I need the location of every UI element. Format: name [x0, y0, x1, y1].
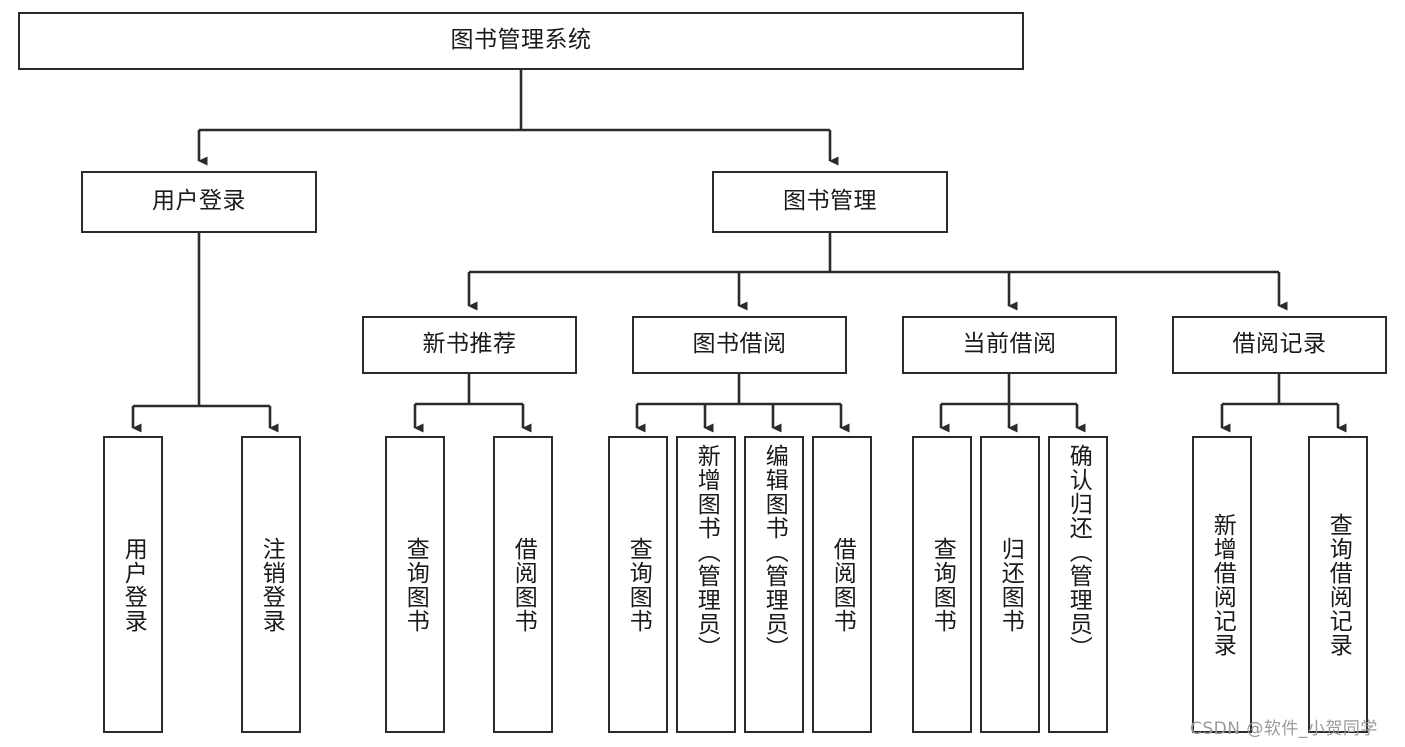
node-label: 借阅记录	[1232, 331, 1327, 358]
node-label: 用户登录	[120, 536, 147, 633]
watermark-text: CSDN @软件_小贺同学	[1190, 719, 1378, 739]
node-label: 当前借阅	[962, 331, 1057, 358]
csdn-watermark: CSDN @软件_小贺同学	[1190, 714, 1378, 739]
node-leaf-borrow-book-borrow[interactable]: 借阅图书	[812, 436, 872, 733]
node-label: 图书管理	[783, 188, 877, 215]
node-label: 新书推荐	[422, 331, 517, 358]
node-leaf-query-borrow-record[interactable]: 查询借阅记录	[1308, 436, 1368, 733]
node-leaf-return-book[interactable]: 归还图书	[980, 436, 1040, 733]
node-leaf-query-book-recommend[interactable]: 查询图书	[385, 436, 445, 733]
node-label: 新增借阅记录	[1209, 512, 1236, 657]
node-current-borrow[interactable]: 当前借阅	[902, 316, 1117, 374]
node-borrow-record[interactable]: 借阅记录	[1172, 316, 1387, 374]
node-leaf-confirm-return[interactable]: 确认归还（管理员）	[1048, 436, 1108, 733]
node-label: 查询图书	[625, 536, 652, 633]
node-label: 归还图书	[997, 536, 1024, 633]
node-label: 注销登录	[258, 536, 285, 633]
node-new-book-recommend[interactable]: 新书推荐	[362, 316, 577, 374]
node-leaf-query-book-borrow[interactable]: 查询图书	[608, 436, 668, 733]
node-label: 编辑图书（管理员）	[761, 444, 788, 660]
node-book-borrow[interactable]: 图书借阅	[632, 316, 847, 374]
node-book-management[interactable]: 图书管理	[712, 171, 948, 233]
node-label: 新增图书（管理员）	[693, 444, 720, 660]
node-leaf-edit-book[interactable]: 编辑图书（管理员）	[744, 436, 804, 733]
node-label: 借阅图书	[829, 536, 856, 633]
node-leaf-add-borrow-record[interactable]: 新增借阅记录	[1192, 436, 1252, 733]
node-label: 查询图书	[929, 536, 956, 633]
node-leaf-logout-login[interactable]: 注销登录	[241, 436, 301, 733]
node-leaf-user-login[interactable]: 用户登录	[103, 436, 163, 733]
node-label: 查询借阅记录	[1325, 512, 1352, 657]
node-label: 借阅图书	[510, 536, 537, 633]
node-label: 确认归还（管理员）	[1065, 444, 1092, 660]
node-user-login[interactable]: 用户登录	[81, 171, 317, 233]
node-leaf-add-book[interactable]: 新增图书（管理员）	[676, 436, 736, 733]
node-label: 图书借阅	[692, 331, 787, 358]
node-label: 用户登录	[152, 188, 246, 215]
node-label: 图书管理系统	[450, 27, 592, 54]
node-root-book-management-system[interactable]: 图书管理系统	[18, 12, 1024, 70]
node-leaf-query-book-current[interactable]: 查询图书	[912, 436, 972, 733]
node-leaf-borrow-book-recommend[interactable]: 借阅图书	[493, 436, 553, 733]
node-label: 查询图书	[402, 536, 429, 633]
